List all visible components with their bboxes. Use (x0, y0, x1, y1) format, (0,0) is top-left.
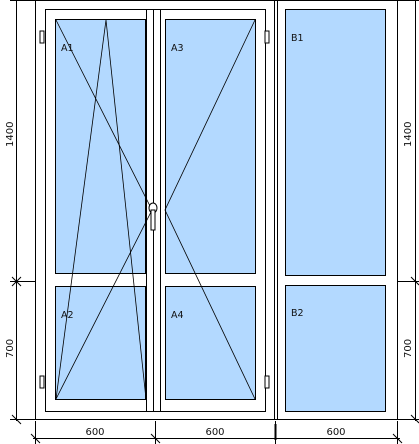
dimension-height-lower-left: 700 (5, 339, 16, 358)
pane-label-b2: B2 (291, 308, 304, 319)
handle-icon (148, 202, 158, 231)
hinge-icon (39, 375, 45, 389)
dimension-width-middle: 600 (205, 427, 224, 438)
hinge-icon (264, 375, 270, 389)
glass-a4 (165, 286, 256, 400)
pane-label-a3: A3 (171, 43, 184, 54)
glass-b1 (285, 9, 386, 276)
pane-label-a4: A4 (171, 310, 184, 321)
hinge-icon (39, 30, 45, 44)
dimension-width-right: 600 (326, 427, 345, 438)
dimension-height-upper-right: 1400 (403, 122, 414, 147)
hinge-icon (264, 30, 270, 44)
dimension-height-lower-right: 700 (403, 339, 414, 358)
pane-label-b1: B1 (291, 33, 304, 44)
pane-label-a2: A2 (61, 310, 74, 321)
dimension-width-left: 600 (85, 427, 104, 438)
turn-symbol-right (164, 19, 256, 400)
pane-label-a1: A1 (61, 43, 74, 54)
dimension-height-upper-left: 1400 (5, 122, 16, 147)
right-height-dimension (398, 0, 419, 424)
glass-a3 (165, 19, 256, 274)
glass-b2 (285, 285, 386, 412)
glass-a1 (55, 19, 146, 274)
tilt-symbol-left (55, 19, 147, 400)
glass-a2 (55, 286, 146, 400)
left-height-dimension (10, 0, 36, 425)
